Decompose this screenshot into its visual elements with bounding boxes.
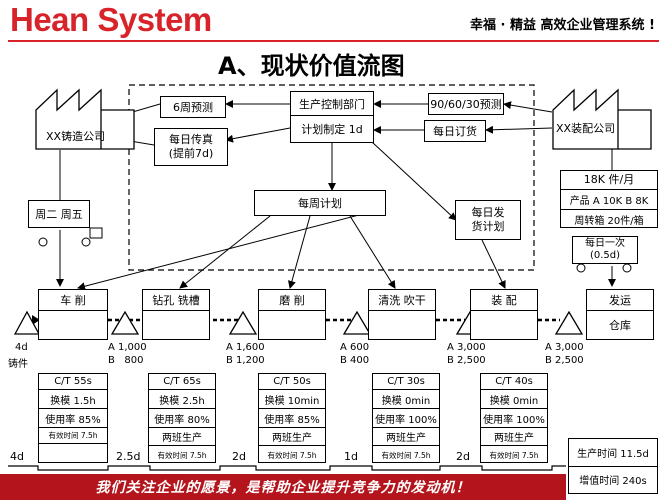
shift-pattern: 两班生产 bbox=[481, 428, 547, 446]
footer-slogan: 我们关注企业的愿景，是帮助企业提升竞争力的发动机！ bbox=[95, 480, 471, 496]
data-box-grinding: C/T 50s 换模 10min 使用率 85% 两班生产 有效时间 7.5h bbox=[258, 373, 326, 463]
process-box-assembly: 装 配 bbox=[470, 289, 538, 340]
process-box-cleaning: 清洗 吹干 bbox=[368, 289, 436, 340]
process-name: 装 配 bbox=[471, 290, 537, 311]
process-name: 磨 削 bbox=[259, 290, 325, 311]
customer-factory-icon bbox=[552, 88, 652, 150]
page-title: A、现状价值流图 bbox=[218, 52, 405, 80]
uptime: 使用率 100% bbox=[373, 409, 439, 428]
inventory-5-bottom: B 2,500 bbox=[447, 355, 486, 366]
inventory-3-top: A 1,600 bbox=[226, 342, 265, 353]
shift-pattern: 两班生产 bbox=[259, 428, 325, 446]
changeover-time: 换模 0min bbox=[373, 390, 439, 409]
cycle-time: C/T 40s bbox=[481, 374, 547, 390]
cycle-time: C/T 50s bbox=[259, 374, 325, 390]
cycle-time: C/T 55s bbox=[39, 374, 107, 390]
inventory-6-bottom: B 2,500 bbox=[545, 355, 584, 366]
uptime: 使用率 100% bbox=[481, 409, 547, 428]
inventory-1-top: 4d bbox=[15, 342, 28, 353]
header-slogan: 幸福 · 精益 高效企业管理系统 ! bbox=[470, 18, 655, 33]
inventory-1-bottom: 铸件 bbox=[8, 359, 28, 370]
changeover-time: 换模 10min bbox=[259, 390, 325, 409]
outbound-truck-icon bbox=[576, 263, 632, 273]
process-name: 清洗 吹干 bbox=[369, 290, 435, 311]
supplier-name: XX铸造公司 bbox=[46, 130, 106, 143]
inventory-2-top: A 1,000 bbox=[108, 342, 147, 353]
timeline-wait-1: 4d bbox=[10, 450, 24, 463]
available-time: 有效时间 7.5h bbox=[157, 450, 207, 460]
process-box-turning: 车 削 bbox=[38, 289, 108, 340]
shipping-sub: 仓库 bbox=[609, 319, 631, 332]
process-name: 车 削 bbox=[39, 290, 107, 311]
cycle-time: C/T 65s bbox=[149, 374, 215, 390]
data-box-cleaning: C/T 30s 换模 0min 使用率 100% 两班生产 有效时间 7.5h bbox=[372, 373, 440, 463]
available-time: 有效时间 7.5h bbox=[381, 450, 431, 460]
customer-demand: 18K 件/月 bbox=[561, 169, 657, 190]
footer-banner: 我们关注企业的愿景，是帮助企业提升竞争力的发动机！ bbox=[0, 474, 566, 500]
available-time: 有效时间 7.5h bbox=[489, 450, 539, 460]
daily-ship-plan-box: 每日发 货计划 bbox=[455, 200, 521, 240]
summary-box: 生产时间 11.5d 增值时间 240s bbox=[568, 438, 658, 494]
data-box-drilling: C/T 65s 换模 2.5h 使用率 80% 两班生产 有效时间 7.5h bbox=[148, 373, 216, 463]
data-box-assembly: C/T 40s 换模 0min 使用率 100% 两班生产 有效时间 7.5h bbox=[480, 373, 548, 463]
timeline-wait-3: 2d bbox=[232, 450, 246, 463]
customer-products: 产品 A 10K B 8K bbox=[561, 190, 657, 210]
timeline-wait-2: 2.5d bbox=[116, 450, 141, 463]
uptime: 使用率 85% bbox=[39, 409, 107, 428]
inventory-2-bottom: B 800 bbox=[108, 355, 144, 366]
forecast-6week-box: 6周预测 bbox=[160, 96, 226, 118]
data-box-turning: C/T 55s 换模 1.5h 使用率 85% 有效时间 7.5h bbox=[38, 373, 108, 463]
shift-pattern: 两班生产 bbox=[373, 428, 439, 446]
shipping-box: 发运 仓库 bbox=[586, 289, 654, 340]
customer-container: 周转箱 20件/箱 bbox=[574, 216, 644, 227]
customer-name: XX装配公司 bbox=[556, 122, 616, 135]
lead-time: 生产时间 11.5d bbox=[569, 439, 657, 467]
process-name: 钻孔 铣槽 bbox=[143, 290, 209, 311]
uptime: 使用率 85% bbox=[259, 409, 325, 428]
uptime: 使用率 80% bbox=[149, 409, 215, 428]
production-control-box: 生产控制部门 计划制定 1d bbox=[290, 91, 374, 143]
inbound-truck-icon bbox=[38, 227, 103, 247]
process-box-grinding: 磨 削 bbox=[258, 289, 326, 340]
available-time: 有效时间 7.5h bbox=[39, 428, 107, 444]
timeline-wait-4: 1d bbox=[344, 450, 358, 463]
changeover-time: 换模 1.5h bbox=[39, 390, 107, 409]
customer-data-box: 18K 件/月 产品 A 10K B 8K 周转箱 20件/箱 bbox=[560, 170, 658, 228]
inventory-5-top: A 3,000 bbox=[447, 342, 486, 353]
inventory-3-bottom: B 1,200 bbox=[226, 355, 265, 366]
control-plan-label: 计划制定 1d bbox=[301, 122, 363, 136]
available-time: 有效时间 7.5h bbox=[267, 450, 317, 460]
inventory-icon-1 bbox=[13, 310, 41, 335]
daily-order-box: 每日订货 bbox=[424, 120, 486, 142]
supplier-factory-icon bbox=[35, 88, 135, 150]
cycle-time: C/T 30s bbox=[373, 374, 439, 390]
process-box-drilling: 钻孔 铣槽 bbox=[142, 289, 210, 340]
shift-pattern bbox=[39, 444, 107, 464]
inbound-truck-box: 周二 周五 bbox=[28, 200, 90, 228]
inventory-4-top: A 600 bbox=[340, 342, 370, 353]
changeover-time: 换模 0min bbox=[481, 390, 547, 409]
header-divider bbox=[8, 40, 659, 42]
brand-logo: Hean System bbox=[10, 1, 212, 38]
inventory-4-bottom: B 400 bbox=[340, 355, 370, 366]
shift-pattern: 两班生产 bbox=[149, 428, 215, 446]
daily-fax-box: 每日传真 (提前7d) bbox=[154, 128, 228, 166]
outbound-ship-box: 每日一次 (0.5d) bbox=[572, 236, 638, 264]
shipping-name: 发运 bbox=[587, 290, 653, 311]
value-added-time: 增值时间 240s bbox=[579, 476, 647, 488]
control-dept-label: 生产控制部门 bbox=[291, 93, 373, 116]
weekly-plan-box: 每周计划 bbox=[254, 190, 386, 216]
changeover-time: 换模 2.5h bbox=[149, 390, 215, 409]
inventory-6-top: A 3,000 bbox=[545, 342, 584, 353]
timeline-wait-5: 2d bbox=[456, 450, 470, 463]
forecast-90-60-30-box: 90/60/30预测 bbox=[428, 93, 504, 115]
